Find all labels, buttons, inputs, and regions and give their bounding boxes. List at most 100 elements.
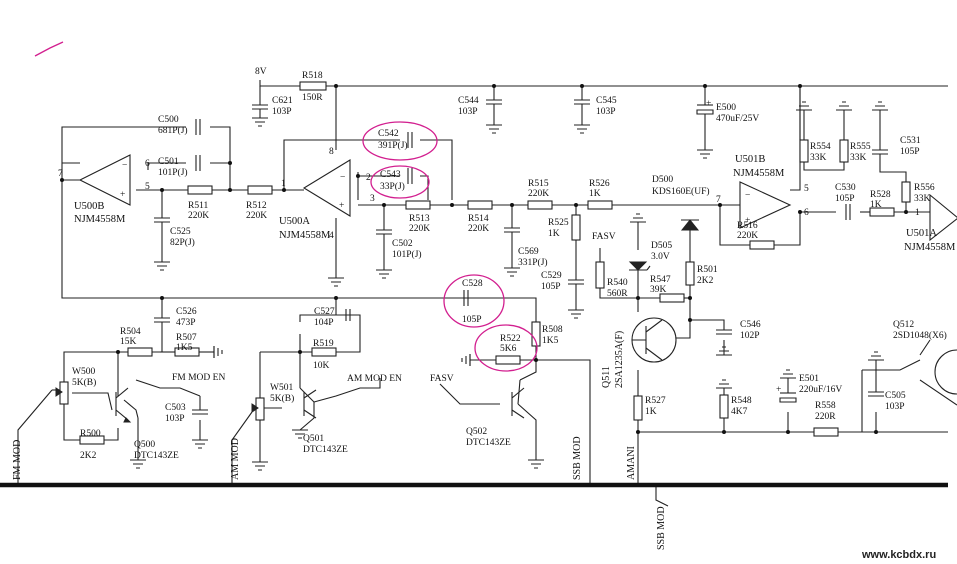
- svg-text:104P: 104P: [314, 318, 334, 328]
- svg-text:1K: 1K: [589, 189, 601, 199]
- svg-text:C530: C530: [835, 183, 856, 193]
- am-mod-label: AM MOD: [230, 438, 241, 480]
- svg-text:R526: R526: [589, 179, 610, 189]
- svg-text:220K: 220K: [409, 224, 430, 234]
- svg-text:105P: 105P: [900, 147, 920, 157]
- svg-text:C528: C528: [462, 279, 483, 289]
- electrolytic-capacitors: + E500 470uF/25V + E501 220uF/16V: [696, 99, 842, 403]
- svg-text:2: 2: [366, 173, 371, 183]
- am-mod-en-label: AM MOD EN: [347, 374, 402, 384]
- svg-text:103P: 103P: [596, 107, 616, 117]
- svg-text:R527: R527: [645, 396, 666, 406]
- supply-label: 8V: [255, 67, 267, 77]
- am-ani-label: AMANI: [626, 446, 637, 480]
- opamp-u501b: − + 7 6 5 U501B NJM4558M: [716, 154, 809, 229]
- svg-text:−: −: [745, 191, 750, 201]
- svg-text:C546: C546: [740, 320, 761, 330]
- svg-text:10K: 10K: [313, 361, 330, 371]
- svg-text:C500: C500: [158, 115, 179, 125]
- svg-text:4K7: 4K7: [731, 407, 748, 417]
- svg-text:105P: 105P: [462, 315, 482, 325]
- svg-text:R513: R513: [409, 214, 430, 224]
- svg-text:33K: 33K: [810, 153, 827, 163]
- svg-text:101P(J): 101P(J): [158, 167, 188, 178]
- svg-text:7: 7: [716, 195, 721, 205]
- svg-text:R511: R511: [188, 201, 208, 211]
- fasv-label-upper: FASV: [592, 232, 616, 242]
- svg-text:105P: 105P: [541, 282, 561, 292]
- svg-text:2SD1048(X6): 2SD1048(X6): [893, 330, 947, 341]
- svg-text:4: 4: [329, 231, 334, 241]
- svg-text:R556: R556: [914, 183, 935, 193]
- svg-text:R548: R548: [731, 396, 752, 406]
- junction-dots: [60, 84, 908, 434]
- svg-text:R508: R508: [542, 325, 563, 335]
- capacitors: C500 681P(J) C501 101P(J) C525 82P(J) C6…: [154, 96, 921, 424]
- svg-text:C526: C526: [176, 307, 197, 317]
- svg-text:E500: E500: [716, 103, 736, 113]
- svg-text:33K: 33K: [914, 194, 931, 204]
- svg-text:C531: C531: [900, 136, 921, 146]
- potentiometers: W500 5K(B) W501 5K(B): [55, 367, 294, 421]
- svg-text:W500: W500: [72, 367, 95, 377]
- svg-text:C545: C545: [596, 96, 617, 106]
- svg-text:220K: 220K: [737, 231, 758, 241]
- svg-text:R519: R519: [313, 339, 334, 349]
- svg-text:103P: 103P: [165, 414, 185, 424]
- svg-text:R514: R514: [468, 214, 489, 224]
- svg-text:150R: 150R: [302, 93, 323, 103]
- svg-text:C525: C525: [170, 227, 191, 237]
- svg-text:U500A: U500A: [279, 216, 310, 227]
- svg-text:−: −: [122, 161, 127, 171]
- svg-text:+: +: [120, 190, 125, 200]
- svg-text:Q511: Q511: [601, 366, 612, 388]
- svg-text:1: 1: [915, 208, 920, 218]
- svg-text:R507: R507: [176, 333, 197, 343]
- svg-text:C501: C501: [158, 157, 179, 167]
- svg-text:220R: 220R: [815, 412, 836, 422]
- svg-text:331P(J): 331P(J): [518, 257, 548, 268]
- svg-text:DTC143ZE: DTC143ZE: [303, 445, 348, 455]
- svg-text:R515: R515: [528, 179, 549, 189]
- signal-labels: FM MOD EN AM MOD EN FASV FASV FM MOD AM …: [12, 232, 667, 550]
- svg-text:6: 6: [804, 208, 809, 218]
- svg-text:1K: 1K: [645, 407, 657, 417]
- opamp-u500a: − + 1 2 3 8 4 U500A NJM4558M: [279, 147, 375, 241]
- ground-symbols: [130, 101, 888, 471]
- svg-text:470uF/25V: 470uF/25V: [716, 114, 759, 124]
- svg-text:103P: 103P: [885, 402, 905, 412]
- svg-text:5K(B): 5K(B): [270, 393, 294, 404]
- svg-text:NJM4558M: NJM4558M: [279, 230, 331, 241]
- svg-text:NJM4558M: NJM4558M: [733, 168, 785, 179]
- svg-text:−: −: [340, 173, 345, 183]
- svg-text:W501: W501: [270, 383, 293, 393]
- svg-text:C527: C527: [314, 307, 335, 317]
- svg-text:R528: R528: [870, 190, 891, 200]
- svg-text:R518: R518: [302, 71, 323, 81]
- svg-text:R504: R504: [120, 327, 141, 337]
- svg-text:5: 5: [145, 182, 150, 192]
- svg-text:473P: 473P: [176, 318, 196, 328]
- svg-text:R555: R555: [850, 142, 871, 152]
- svg-text:33K: 33K: [850, 153, 867, 163]
- svg-text:C621: C621: [272, 96, 293, 106]
- svg-text:2K2: 2K2: [80, 451, 97, 461]
- svg-text:E501: E501: [799, 374, 819, 384]
- svg-text:C569: C569: [518, 247, 539, 257]
- svg-text:R540: R540: [607, 278, 628, 288]
- fm-mod-label: FM MOD: [12, 440, 23, 480]
- svg-text:3.0V: 3.0V: [651, 252, 670, 262]
- svg-text:Q500: Q500: [134, 440, 155, 450]
- svg-text:220K: 220K: [468, 224, 489, 234]
- svg-text:220K: 220K: [528, 189, 549, 199]
- watermark: www.kcbdx.ru: [861, 549, 936, 561]
- svg-text:220K: 220K: [188, 211, 209, 221]
- svg-text:102P: 102P: [740, 331, 760, 341]
- svg-text:+: +: [745, 216, 750, 226]
- svg-text:C544: C544: [458, 96, 479, 106]
- svg-text:Q501: Q501: [303, 434, 324, 444]
- svg-text:2K2: 2K2: [697, 276, 714, 286]
- svg-text:5: 5: [804, 184, 809, 194]
- svg-text:1K5: 1K5: [542, 336, 559, 346]
